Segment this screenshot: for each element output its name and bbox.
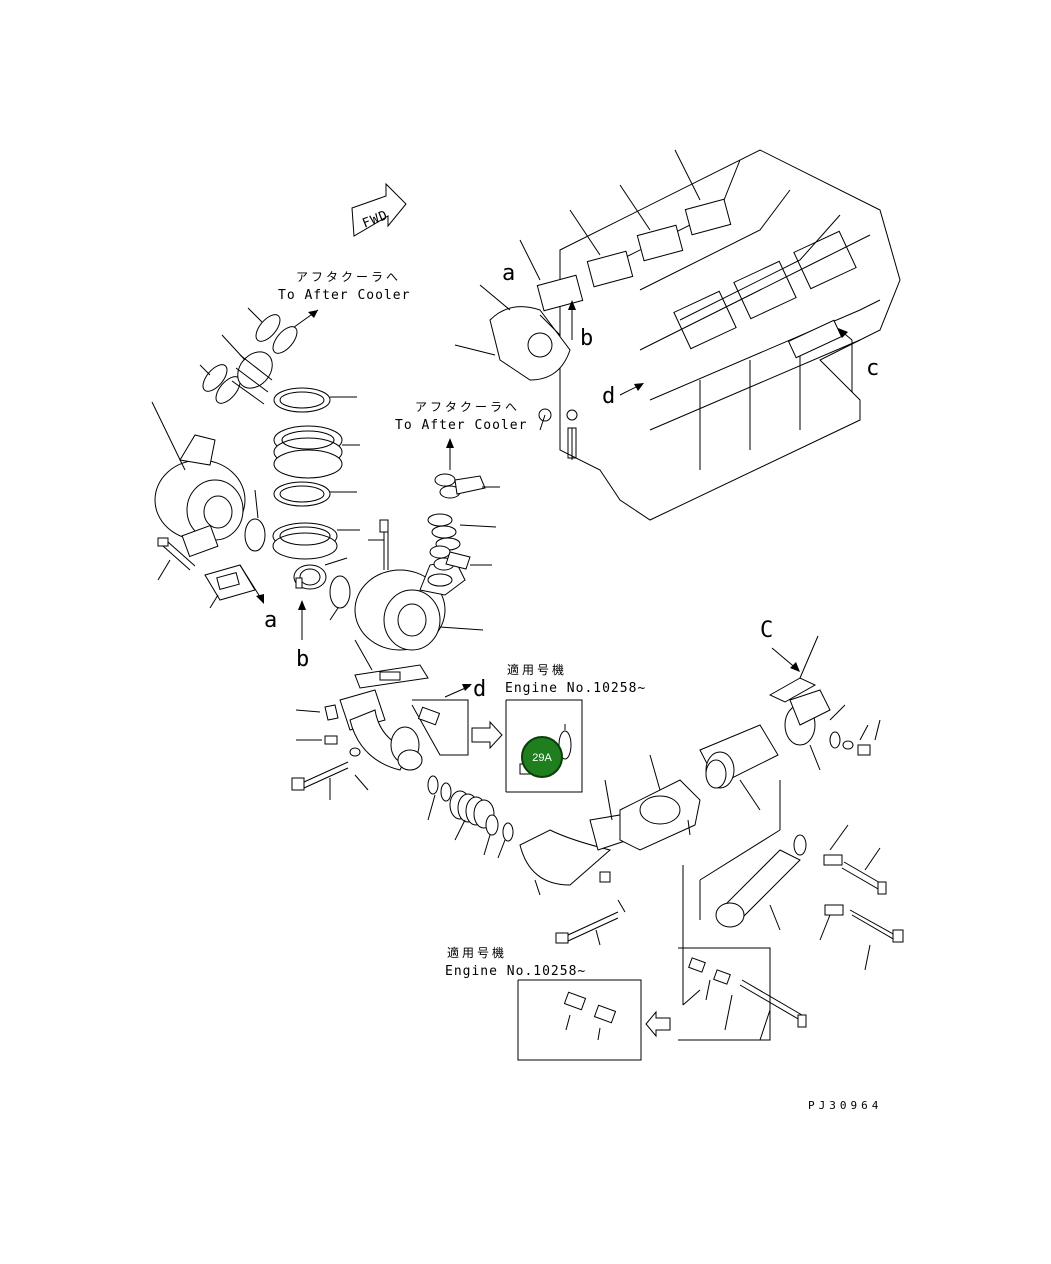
ref-letter-c-upper: C [760,618,773,643]
arrow-icon [298,600,306,640]
hotspot-29a[interactable]: 29A [521,736,563,778]
clamp-stack [272,387,360,621]
hotspot-marker[interactable] [521,736,563,778]
right-turbocharger [354,473,500,651]
ref-letter-d: d [602,384,615,409]
drawing-code: PJ30964 [808,1099,882,1112]
ref-letter-b: b [580,326,593,351]
applicable-engine-no-1: Engine No.10258~ [505,681,646,696]
ref-letter-b-bottom: b [296,647,309,672]
ref-letter-c: c [866,356,879,381]
after-cooler-en-1: To After Cooler [278,288,410,303]
fwd-arrow-icon: FWD [351,182,407,237]
applicable-engine-jp-1: 適用号機 [507,662,567,677]
left-turbocharger [151,307,298,609]
after-cooler-jp-1: アフタクーラへ [296,270,401,284]
ref-letter-a-bottom: a [264,608,277,633]
ref-letter-d-arrow: d [473,677,486,702]
arrow-icon [444,684,472,698]
applicable-engine-no-2: Engine No.10258~ [445,964,586,979]
arrow-icon [568,300,853,396]
after-cooler-jp-2: アフタクーラへ [415,400,520,414]
applicable-engine-jp-2: 適用号機 [447,945,507,960]
after-cooler-en-2: To After Cooler [395,418,527,433]
exhaust-pipe-assembly [291,635,904,1006]
arrow-icon [289,309,319,331]
ref-letter-a: a [502,261,515,286]
arrow-icon [239,564,264,604]
arrow-icon [446,438,454,470]
hotspot-label: 29A [532,752,552,764]
detail-box-2 [517,947,807,1061]
arrow-icon [771,647,800,672]
engine-block [454,149,901,521]
